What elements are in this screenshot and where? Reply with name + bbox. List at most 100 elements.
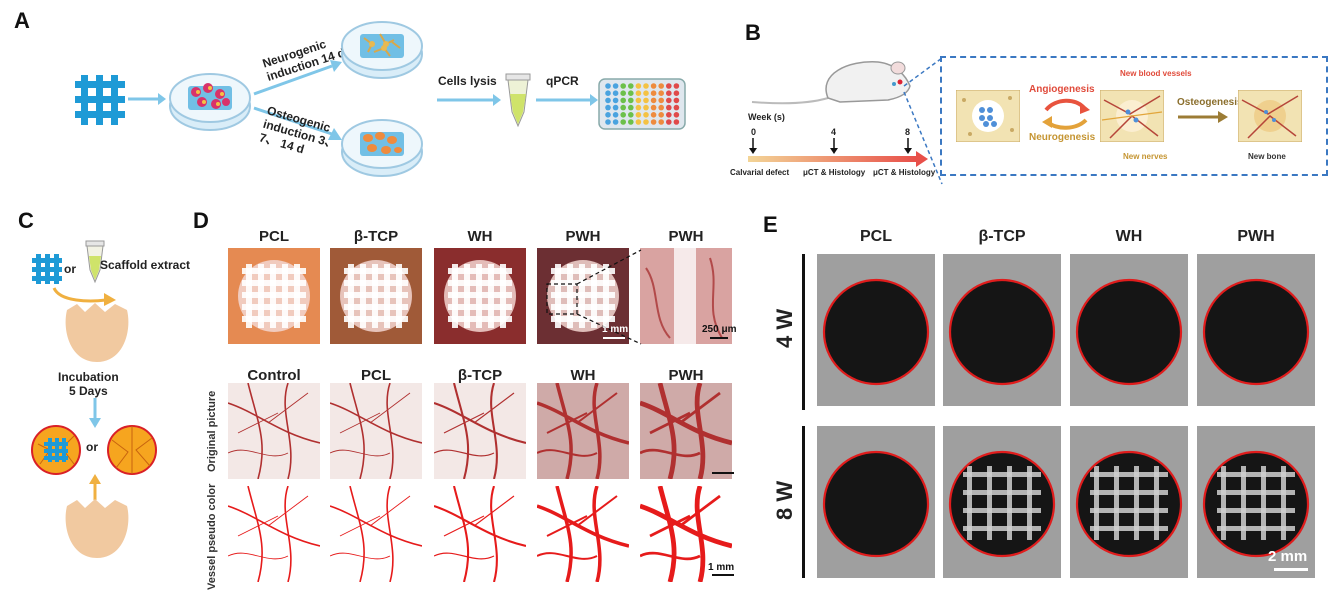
plate-well: [673, 83, 680, 89]
cam-vessel-pseudo-color: [434, 486, 526, 582]
scaffold-grid-icon: [32, 254, 62, 284]
scaffold-extract-label: Scaffold extract: [100, 258, 191, 272]
scaffold-grid-icon: [75, 75, 125, 125]
plate-well: [658, 83, 664, 89]
top-header-pcl: PCL: [259, 228, 289, 245]
or-label-bottom: or: [86, 440, 98, 454]
plate-well: [650, 90, 657, 96]
plate-well: [605, 90, 611, 96]
incubation-label: Incubation 5 Days: [58, 370, 119, 398]
plate-well: [673, 97, 680, 104]
cam-original-photo: [330, 383, 422, 479]
plate-well: [635, 104, 642, 111]
plate-well: [658, 119, 664, 125]
plate-well: [620, 112, 626, 118]
plate-well: [628, 83, 634, 89]
micro-ct-image: [943, 426, 1061, 578]
scale-250um-label: 250 μm: [702, 324, 737, 335]
plate-well: [612, 104, 619, 111]
plate-well: [628, 97, 634, 104]
bottom-header-control: Control: [247, 367, 301, 384]
plate-well: [635, 90, 642, 96]
osteogenesis-label: Osteogenesis: [1177, 97, 1243, 108]
bottom-header-pwh: PWH: [668, 367, 704, 384]
plate-well: [612, 112, 619, 118]
cam-vessel-pseudo-color: [228, 486, 320, 582]
new-bone-label: New bone: [1248, 152, 1286, 161]
e-header-pwh: PWH: [1237, 228, 1275, 245]
new-nerves-label: New nerves: [1123, 152, 1168, 161]
neurogenic-dish-icon: [341, 21, 423, 79]
plate-well: [628, 119, 634, 125]
bottom-header-wh: WH: [570, 367, 596, 384]
plate-well: [650, 97, 657, 104]
row-label-original-picture: Original picture: [206, 390, 218, 472]
plate-well: [643, 119, 649, 125]
row-bar-4w: [802, 254, 805, 410]
cracked-egg-icon: [65, 499, 129, 558]
zoom-lines: [903, 57, 943, 185]
new-blood-vessels-label: New blood vessels: [1120, 69, 1192, 78]
cam-vessel-pseudo-color: [640, 486, 732, 582]
week-tick-0: 0: [751, 127, 757, 137]
plate-well: [635, 83, 642, 89]
cam-vessel-pseudo-color: [330, 486, 422, 582]
scale-bar-1mm-original: [712, 472, 734, 474]
plate-well: [658, 90, 664, 96]
qpcr-plate-icon: [598, 78, 686, 130]
plate-well: [635, 112, 642, 118]
plate-well: [620, 90, 626, 96]
zoom-box: [940, 56, 1328, 176]
vascularized-defect-icon: [1100, 90, 1164, 142]
scale-1mm-top-label: 1 mm: [602, 324, 629, 335]
top-header-pwh: PWH: [565, 228, 601, 245]
cam-scaffold-photo: [434, 248, 526, 344]
plate-well: [612, 83, 619, 89]
scale-1mm-bottom-label: 1 mm: [708, 562, 735, 573]
qpcr-label: qPCR: [546, 74, 579, 88]
osteogenic-dish-icon: [341, 119, 423, 177]
plate-well: [666, 119, 672, 125]
plate-well: [628, 90, 634, 96]
plate-well: [650, 112, 657, 118]
eppendorf-tube-icon: [505, 73, 531, 128]
plate-well: [635, 97, 642, 104]
e-header-pcl: PCL: [860, 228, 892, 245]
e-header-btcp: β-TCP: [978, 228, 1026, 245]
plate-well: [605, 83, 611, 89]
row-label-4w: 4 W: [772, 308, 797, 348]
cam-zoom-photo: [640, 248, 732, 344]
panel-label-b: B: [745, 20, 761, 45]
plate-well: [673, 104, 680, 111]
plate-well: [635, 119, 642, 125]
plate-well: [620, 83, 626, 89]
top-header-btcp: β-TCP: [353, 228, 399, 245]
arrow-down-icon: [89, 398, 101, 428]
plate-well: [612, 119, 619, 125]
scale-bar-2mm: [1274, 568, 1308, 571]
arrow-icon: [1178, 111, 1228, 123]
arrow-down-icon: [253, 106, 342, 140]
week-tick-8: 8: [905, 127, 911, 137]
zoom-lines: [546, 249, 642, 345]
scale-bar-1mm-top: [603, 337, 625, 339]
micro-ct-image: [817, 254, 935, 406]
rat-icon: [751, 61, 911, 105]
plate-well: [643, 97, 649, 104]
event-calvarial-defect: Calvarial defect: [730, 168, 790, 177]
plate-well: [658, 104, 664, 111]
plate-well: [658, 97, 664, 104]
plate-well: [628, 112, 634, 118]
neurogenesis-label: Neurogenesis: [1029, 132, 1096, 143]
cam-original-photo: [537, 383, 629, 479]
tube-icon: [85, 240, 105, 284]
cracked-egg-icon: [65, 303, 129, 362]
plate-well: [666, 90, 672, 96]
cycle-arrows-icon: [1042, 98, 1090, 130]
panel-label-e: E: [763, 212, 778, 237]
top-header-wh: WH: [467, 228, 493, 245]
angiogenesis-label: Angiogenesis: [1029, 84, 1095, 95]
egg-cam-control-icon: [107, 425, 157, 475]
plate-well: [612, 97, 619, 104]
plate-well: [673, 112, 680, 118]
